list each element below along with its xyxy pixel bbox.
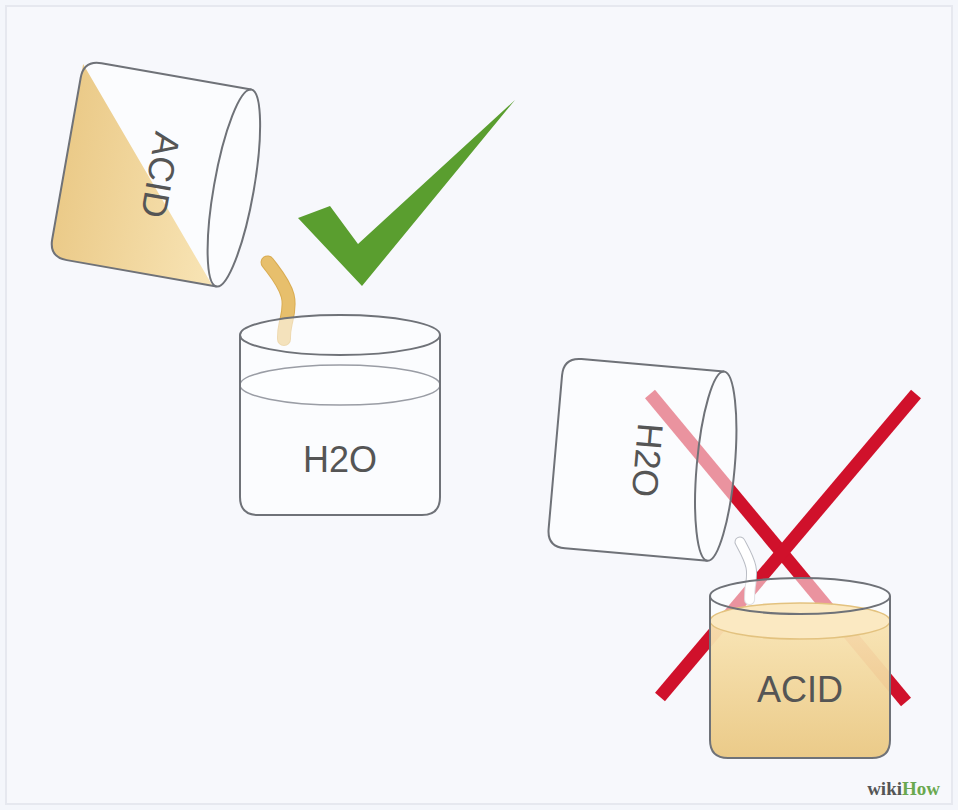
beaker-shape <box>240 315 440 515</box>
beaker: H2O <box>240 315 440 515</box>
beaker-rim <box>689 370 743 563</box>
beaker-rim <box>197 86 271 290</box>
beaker: H2O <box>547 358 743 563</box>
watermark: How <box>902 778 940 800</box>
beaker-rim <box>240 315 440 355</box>
check-mark <box>298 100 515 286</box>
liquid-label: H2O <box>240 440 440 480</box>
beaker-body <box>240 315 440 515</box>
frame <box>6 6 952 804</box>
beaker-body <box>547 358 743 563</box>
beaker-rim <box>710 578 890 614</box>
acid-liquid <box>710 621 890 758</box>
beaker: ACID <box>710 578 890 758</box>
beaker-outline <box>710 596 890 758</box>
beaker-body <box>49 60 271 290</box>
beaker-shape <box>710 578 890 758</box>
beaker-body <box>710 578 890 758</box>
watermark: wiki <box>867 778 902 800</box>
beaker-outline <box>240 335 440 515</box>
liquid-label: ACID <box>710 670 890 710</box>
water-surface <box>240 365 440 405</box>
beaker: ACID <box>49 60 271 290</box>
beaker-outline <box>49 60 251 286</box>
